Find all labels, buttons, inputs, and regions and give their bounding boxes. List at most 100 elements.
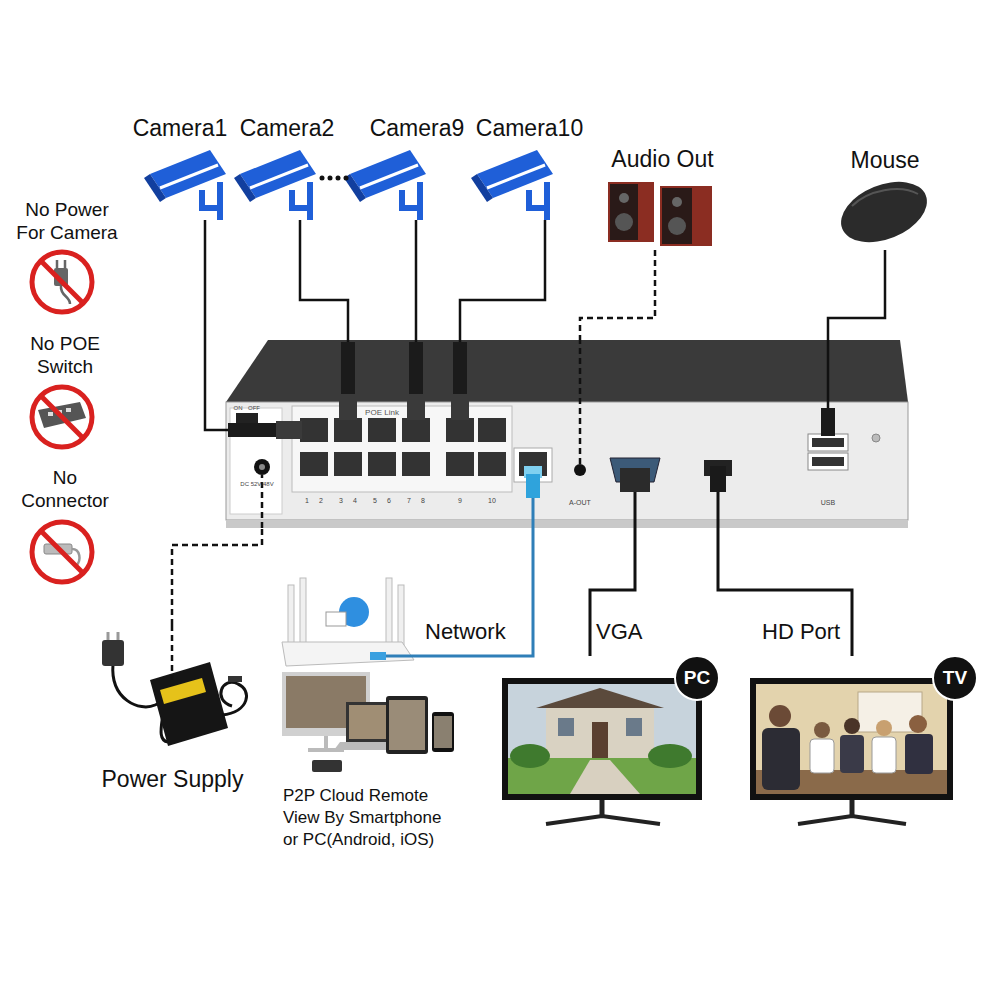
mouse-highlight [852,189,918,206]
camera-cable [215,429,228,432]
scene-person [905,734,933,774]
cable-connector [172,528,262,625]
scene-person [840,735,864,773]
camera-node: Camera2 [232,112,342,220]
scene-person [769,705,791,727]
speaker-cone [672,197,682,207]
dc-cable [171,625,174,680]
no-sign [32,522,92,582]
port-label: 1 [300,496,314,505]
tv-base [798,816,906,824]
scene-sky [508,684,696,794]
mouse-body [832,170,936,254]
vga-plug [620,468,650,492]
device-screen [389,700,425,750]
port-label: A-OUT [560,498,600,507]
scene-window [558,718,574,736]
rj45-port [446,452,474,476]
cable-connector [718,528,852,656]
scene-window [626,718,642,736]
hdmi-cable [717,492,720,528]
node-label: Camera1 [125,114,235,142]
speaker-node: Audio Out [600,140,725,250]
scene-person [876,720,892,736]
poe-panel [292,406,512,492]
port-label: OFF [246,404,262,412]
usb-port [808,434,848,451]
device-screen [434,716,452,748]
speaker-front [662,188,692,244]
scene-person [872,737,896,773]
mouse-node: Mouse [830,140,940,250]
rj45-port [368,418,396,442]
warning-label: No Power For Camera [12,198,122,244]
node-label: Mouse [830,146,940,174]
node-label: Camera10 [472,114,587,142]
monitor-base [546,816,660,824]
router-body [282,642,414,666]
cable-connector [460,220,545,338]
remote-view-node: P2P Cloud Remote View By Smartphone or P… [275,575,480,855]
cable-connector [205,220,215,430]
adapter-label [160,678,206,704]
power-switch [236,413,258,427]
scene-roof [536,688,664,708]
no-sign [32,387,92,447]
power-supply-node: Power Supply [85,625,260,800]
scene-person [909,715,927,733]
scene-person [844,718,860,734]
port-label: 3 [334,496,348,505]
usb-plug [821,408,835,436]
router-antenna [300,578,306,644]
edge-label: HD Port [762,618,850,646]
node-label: P2P Cloud Remote View By Smartphone or P… [283,785,461,851]
rj45-plug [453,342,467,394]
rj45-head [339,394,357,420]
rj45-port [368,452,396,476]
mail-icon [326,612,346,626]
port-label: DC 52V/48V [232,480,282,488]
node-label: Camera2 [232,114,342,142]
camera-node: Camera1 [125,112,235,220]
scene-person [814,722,830,738]
cable-connector [828,250,885,338]
router-antenna [288,585,294,645]
rj45-head [276,421,302,439]
port-label: USB [808,498,848,507]
tv-frame [750,678,953,800]
badge-circle [933,656,977,700]
camera-icon [234,150,316,220]
rj45-port [402,418,430,442]
audio-jack [574,464,586,476]
rj45-plug [341,342,355,394]
reset-button [872,434,880,442]
rj45-head [524,466,542,478]
scene-person [762,728,800,790]
ellipsis-dot [328,176,333,181]
warning-label: No Connector [10,466,120,512]
ellipsis-dot [344,176,349,181]
port-label: 10 [485,496,499,505]
vga-port [610,458,660,482]
cable-connector [415,220,418,338]
port-label: 5 [368,496,382,505]
audio-cable [579,338,582,464]
camera-node: Camera9 [362,112,472,220]
camera-cable [415,338,418,344]
camera-cable [347,338,350,344]
port-label: ON [231,404,245,412]
lan-port [519,452,547,476]
power-panel [230,408,282,514]
scene-house [546,706,654,760]
dc-plug [228,676,242,682]
rj45-plug [228,423,276,437]
camera-node: Camera10 [472,112,587,220]
network-cable [386,655,480,658]
speaker [608,182,654,242]
speaker-front [610,184,638,240]
plug-pin [117,632,120,640]
